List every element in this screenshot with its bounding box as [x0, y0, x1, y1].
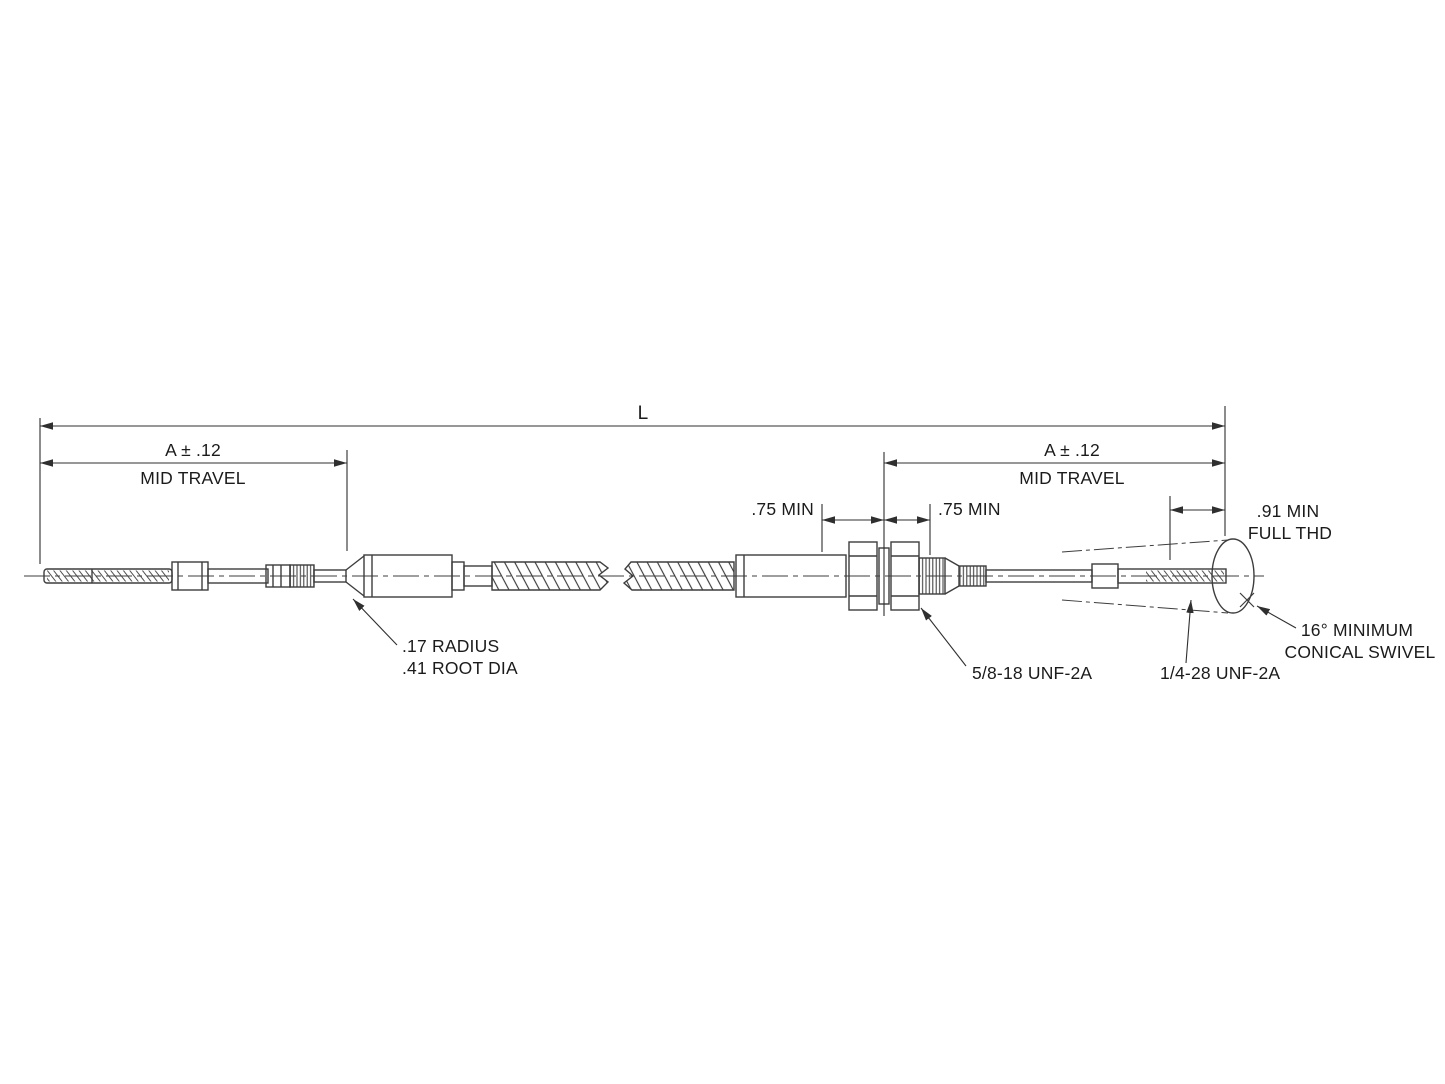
cable-assembly: [24, 538, 1264, 614]
rod-thread-callout: 1/4-28 UNF-2A: [1160, 663, 1280, 683]
dimension-lines: [39, 406, 1297, 667]
leader-bulkhead-thread: [920, 607, 967, 667]
small-thread-section: [958, 565, 987, 587]
right-conduit-fitting: [735, 554, 847, 598]
root-step: [313, 569, 347, 583]
right-travel-value: A ± .12: [1044, 440, 1100, 460]
root-radius-callout-line2: .41 ROOT DIA: [402, 658, 518, 678]
full-thread-caption: FULL THD: [1248, 523, 1332, 543]
root-radius-transition: [345, 555, 365, 597]
right-travel-caption: MID TRAVEL: [1019, 468, 1124, 488]
cable-left: [491, 561, 610, 591]
swivel-callout-line1: 16° MINIMUM: [1301, 620, 1413, 640]
swivel-callout-line2: CONICAL SWIVEL: [1285, 642, 1436, 662]
overall-length-label: L: [638, 403, 649, 424]
jam-nut-left: [848, 541, 878, 611]
bulkhead-right-min-label: .75 MIN: [938, 499, 1001, 519]
left-rod-thread-texture: [47, 570, 169, 582]
bulkhead-left-min-label: .75 MIN: [751, 499, 814, 519]
thread-taper: [944, 557, 960, 595]
swivel-pivot-mark: [1239, 592, 1255, 608]
bulkhead-thread-callout: 5/8-18 UNF-2A: [972, 663, 1092, 683]
labels: L A ± .12 MID TRAVEL A ± .12 MID TRAVEL …: [140, 403, 1435, 683]
swivel-cone-upper: [1061, 539, 1229, 553]
leader-root-radius: [352, 598, 398, 646]
rod-end-thread: [1117, 568, 1227, 584]
conical-swivel: [1211, 538, 1255, 614]
full-thread-value: .91 MIN: [1257, 501, 1320, 521]
leader-rod-thread: [1185, 599, 1194, 664]
rod-end-thread-texture: [1146, 570, 1224, 582]
root-radius-callout-line1: .17 RADIUS: [402, 636, 499, 656]
swivel-cone-lower: [1061, 599, 1229, 614]
cable-right: [622, 561, 735, 591]
left-travel-value: A ± .12: [165, 440, 221, 460]
left-travel-caption: MID TRAVEL: [140, 468, 245, 488]
boot-convolutions: [289, 564, 315, 588]
left-rod-section: [207, 568, 269, 584]
leader-swivel: [1256, 605, 1297, 629]
bulkhead-thread-section: [918, 557, 946, 595]
